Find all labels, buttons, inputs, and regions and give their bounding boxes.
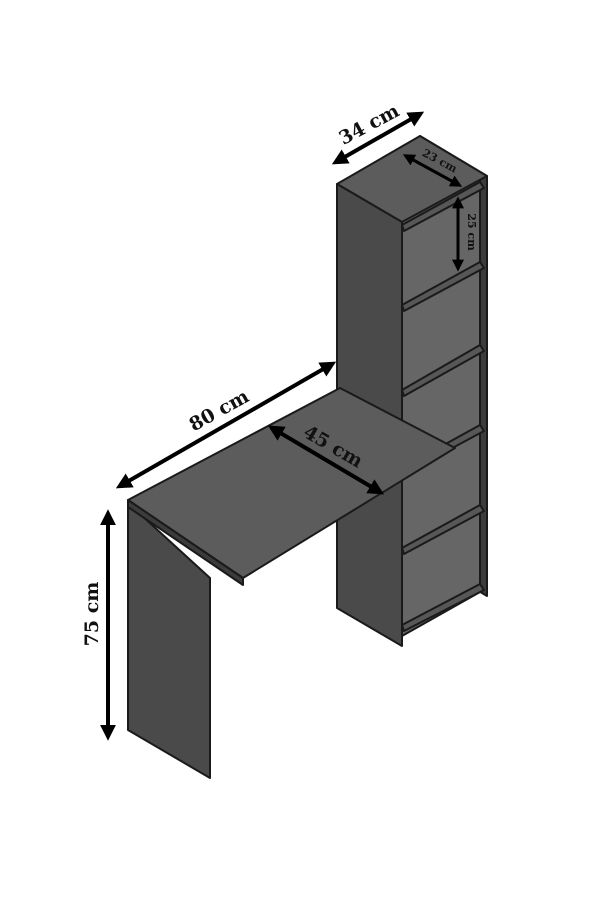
- desk-height-label: 75 cm: [81, 582, 103, 647]
- desktop-front-edge: [127, 499, 244, 586]
- desk-width-arrow: [115, 361, 337, 489]
- shelf-2: [401, 344, 485, 397]
- depth-arrow: [331, 111, 425, 165]
- desk-depth-arrow: [267, 425, 385, 495]
- dimension-arrows: [100, 111, 464, 741]
- desk-leg-panel: [127, 502, 211, 779]
- shelf-1: [401, 261, 485, 312]
- shelf-4: [401, 504, 485, 555]
- shelf-0: [401, 181, 485, 232]
- shelf-height-label: 25 cm: [465, 213, 478, 251]
- shelf-width-arrow: [402, 154, 463, 187]
- bookcase-unit: [336, 135, 488, 647]
- shelf-5: [401, 583, 485, 632]
- bookcase-shelves: [401, 181, 485, 632]
